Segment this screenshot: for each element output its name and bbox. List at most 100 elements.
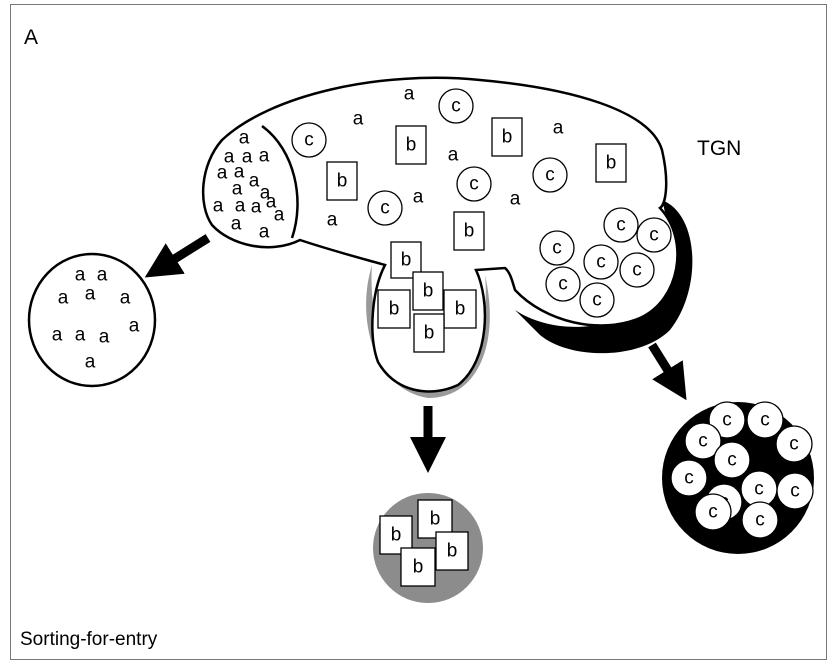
cargo-a: a: [235, 196, 246, 217]
cargo-c-circle: [456, 166, 492, 202]
cargo-b-box: [326, 161, 358, 201]
cargo-c: c: [545, 165, 555, 186]
cargo-b-box: [379, 515, 413, 555]
cargo-a: a: [274, 205, 285, 226]
cargo-c-circle: [776, 472, 814, 510]
cargo-a: a: [58, 288, 69, 309]
cargo-c-circle: [694, 493, 732, 531]
tgn-label: TGN: [697, 137, 741, 160]
cargo-a: a: [85, 352, 96, 373]
cargo-c: c: [790, 481, 800, 502]
cargo-c: c: [708, 502, 718, 523]
cargo-b: b: [502, 127, 513, 148]
cargo-c-circle: [741, 501, 779, 539]
cargo-b: b: [389, 299, 400, 320]
cargo-b: b: [337, 171, 348, 192]
cargo-c-circle: [545, 266, 581, 302]
cargo-c: c: [304, 130, 314, 151]
cargo-a: a: [231, 214, 242, 235]
cargo-c-circle: [532, 157, 568, 193]
cargo-b: b: [413, 557, 424, 578]
cargo-a: a: [224, 147, 235, 168]
cargo-b: b: [464, 221, 475, 242]
cargo-c: c: [760, 410, 770, 431]
cargo-a: a: [213, 196, 224, 217]
cargo-c-circle: [291, 122, 327, 158]
cargo-c: c: [616, 215, 626, 236]
cargo-a: a: [75, 325, 86, 346]
cargo-c-circle: [636, 217, 672, 253]
cargo-c-circle: [579, 282, 615, 318]
cargo-a: a: [120, 288, 131, 309]
cargo-c-circle: [603, 207, 639, 243]
cargo-b-box: [413, 313, 445, 353]
cargo-b-box: [395, 125, 427, 165]
cargo-a-group-vesicle: a a a a a a a a a a: [52, 265, 140, 373]
panel-label: A: [24, 26, 38, 49]
cargo-c: c: [592, 290, 602, 311]
cargo-c: c: [722, 410, 732, 431]
tgn-membrane: [201, 76, 679, 393]
cargo-b: b: [401, 250, 412, 271]
cargo-c-circle: [708, 401, 746, 439]
cargo-b: b: [423, 281, 434, 302]
cargo-a: a: [259, 222, 270, 243]
cargo-a: a: [249, 171, 260, 192]
cargo-c-circle: [367, 190, 403, 226]
cargo-a: a: [234, 162, 245, 183]
cargo-a: a: [448, 145, 459, 166]
cargo-a: a: [260, 183, 271, 204]
cargo-a: a: [52, 325, 63, 346]
cargo-b: b: [391, 525, 402, 546]
cargo-b: b: [430, 509, 441, 530]
cargo-a: a: [242, 147, 253, 168]
cargo-c: c: [649, 225, 659, 246]
cargo-c-circle: [539, 230, 575, 266]
cargo-a: a: [97, 265, 108, 286]
cargo-b-box: [595, 143, 627, 183]
cargo-a: a: [413, 187, 424, 208]
arrow-to-a-vesicle: [144, 234, 211, 278]
cargo-c-circle: [775, 425, 813, 463]
panel-frame: [10, 4, 827, 660]
cargo-a: a: [99, 327, 110, 348]
cargo-a: a: [251, 197, 262, 218]
cargo-a: a: [266, 192, 277, 213]
cargo-c-circle: [713, 441, 751, 479]
cargo-a: a: [217, 163, 228, 184]
cargo-c: c: [754, 479, 764, 500]
cargo-c-circle: [583, 244, 619, 280]
cargo-c: c: [552, 238, 562, 259]
cargo-c: c: [596, 252, 606, 273]
cargo-b-box: [435, 531, 469, 571]
caption: Sorting-for-entry: [20, 629, 158, 650]
cargo-b-box: [453, 211, 485, 251]
cargo-c-circle: [670, 459, 708, 497]
cargo-c-circle: [438, 88, 474, 124]
cargo-a: a: [85, 284, 96, 305]
cargo-a: a: [353, 109, 364, 130]
cargo-c: c: [469, 174, 479, 195]
cargo-c: c: [558, 274, 568, 295]
cargo-b-box: [491, 117, 523, 157]
cargo-c: c: [632, 260, 642, 281]
cargo-b: b: [447, 541, 458, 562]
cargo-b: b: [424, 323, 435, 344]
cargo-a: a: [259, 146, 270, 167]
cargo-a: a: [239, 128, 250, 149]
cargo-a: a: [553, 118, 564, 139]
tgn-lobe-boundary: [261, 124, 299, 239]
cargo-a: a: [510, 189, 521, 210]
cargo-c: c: [684, 468, 694, 489]
cargo-c-circle: [684, 422, 722, 460]
cargo-c: c: [451, 96, 461, 117]
cargo-c: c: [727, 450, 737, 471]
cargo-c-circle: [746, 401, 784, 439]
cargo-a-group-tgn: a a a a a a a a a a a a a a a a a a a a …: [213, 84, 564, 243]
cargo-c: c: [755, 510, 765, 531]
